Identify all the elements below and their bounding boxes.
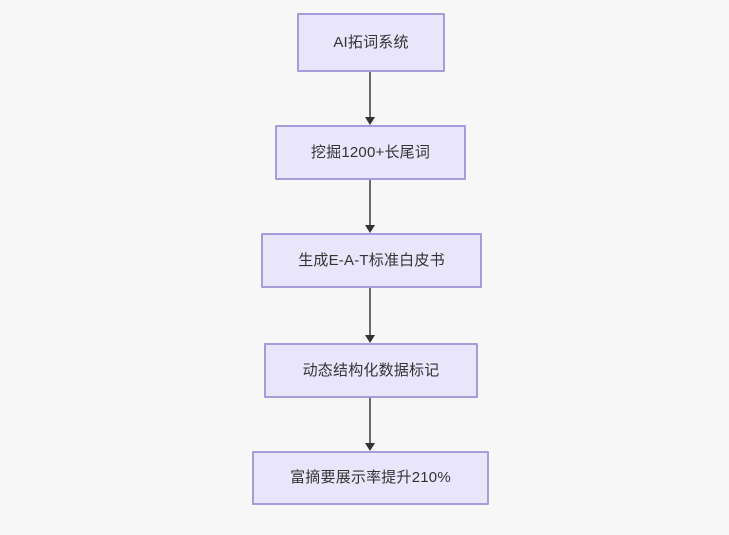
flow-node-rich-snippet-rate-increase[interactable]: 富摘要展示率提升210% bbox=[252, 451, 489, 505]
edge-line bbox=[369, 180, 371, 226]
flow-node-label: 生成E-A-T标准白皮书 bbox=[298, 251, 445, 269]
flow-node-generate-eat-whitepaper[interactable]: 生成E-A-T标准白皮书 bbox=[261, 233, 482, 288]
flow-edge-1 bbox=[363, 72, 377, 125]
flow-edge-4 bbox=[363, 398, 377, 451]
flow-edge-3 bbox=[363, 288, 377, 343]
arrow-head-icon bbox=[365, 117, 375, 125]
arrow-head-icon bbox=[365, 443, 375, 451]
flow-node-mine-longtail-keywords[interactable]: 挖掘1200+长尾词 bbox=[275, 125, 466, 180]
edge-line bbox=[369, 288, 371, 336]
flow-node-label: 挖掘1200+长尾词 bbox=[310, 143, 431, 161]
flow-node-dynamic-structured-data-markup[interactable]: 动态结构化数据标记 bbox=[264, 343, 478, 398]
flow-node-label: AI拓词系统 bbox=[333, 33, 409, 51]
flow-node-ai-keyword-system[interactable]: AI拓词系统 bbox=[297, 13, 445, 72]
flow-node-label: 富摘要展示率提升210% bbox=[290, 469, 451, 486]
arrow-head-icon bbox=[365, 335, 375, 343]
flow-edge-2 bbox=[363, 180, 377, 233]
arrow-head-icon bbox=[365, 225, 375, 233]
flow-node-label: 动态结构化数据标记 bbox=[302, 361, 440, 379]
edge-line bbox=[369, 398, 371, 444]
edge-line bbox=[369, 72, 371, 118]
